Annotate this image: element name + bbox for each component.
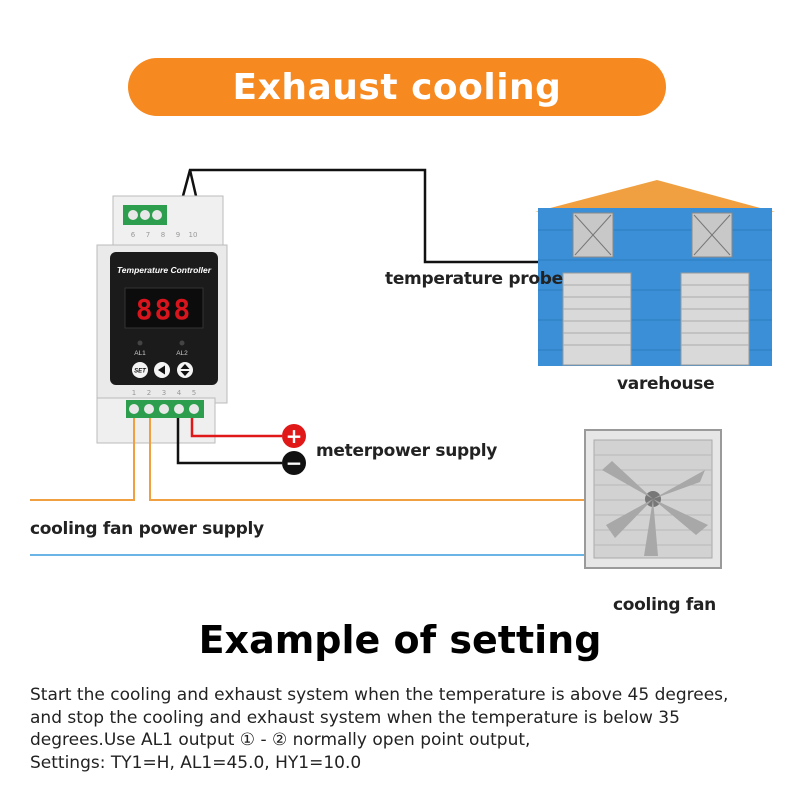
indicator-al2: AL2 (176, 350, 188, 357)
setting-line-4: Settings: TY1=H, AL1=45.0, HY1=10.0 (30, 752, 362, 773)
minus-terminal-icon (282, 451, 306, 475)
bottom-terminal-1: 1 (132, 389, 136, 397)
warehouse-illustration (535, 180, 775, 366)
down-arrow-icon (180, 371, 190, 376)
setting-line-2: and stop the cooling and exhaust system … (30, 707, 680, 728)
setting-line-1: Start the cooling and exhaust system whe… (30, 685, 729, 705)
black-wire (176, 418, 282, 465)
bottom-terminal-4: 4 (177, 389, 182, 397)
temperature-controller (96, 195, 228, 444)
bottom-terminal-5: 5 (192, 389, 196, 397)
left-arrow-button[interactable] (154, 362, 170, 378)
title-banner: Exhaust cooling (128, 58, 666, 116)
controller-display: 888 (136, 293, 193, 326)
bottom-terminal-3: 3 (162, 389, 166, 397)
left-arrow-icon (158, 365, 165, 375)
set-button[interactable] (132, 362, 148, 378)
banner-title: Exhaust cooling (232, 66, 562, 108)
probe-label: temperature probe (385, 269, 563, 289)
red-wire (190, 418, 282, 438)
top-terminal-6: 6 (131, 231, 136, 239)
top-terminal-9: 9 (176, 231, 180, 239)
bottom-terminal-2: 2 (147, 389, 151, 397)
orange-wire-1 (30, 418, 135, 501)
probe-wire (181, 168, 560, 264)
plus-sign: + (286, 424, 303, 448)
plus-terminal-icon (282, 424, 306, 448)
up-arrow-icon (180, 364, 190, 369)
top-terminal-7: 7 (146, 231, 150, 239)
top-terminal-8: 8 (161, 231, 165, 239)
minus-sign: − (286, 451, 303, 475)
warehouse-label: varehouse (617, 374, 715, 394)
top-terminal-10: 10 (189, 231, 198, 239)
probe-lead (188, 169, 198, 197)
setting-title: Example of setting (198, 618, 602, 662)
fan-label: cooling fan (613, 595, 716, 615)
setting-line-3: degrees.Use AL1 output ① - ② normally op… (30, 730, 531, 750)
indicator-al1: AL1 (134, 350, 146, 357)
controller-label: Temperature Controller (117, 265, 212, 275)
setting-description: Start the cooling and exhaust system whe… (30, 684, 790, 774)
fan-power-label: cooling fan power supply (30, 519, 264, 539)
up-down-button[interactable] (177, 362, 193, 378)
set-button-label: SET (134, 369, 147, 375)
cooling-fan-illustration (584, 429, 722, 569)
orange-wire-2 (149, 418, 588, 501)
meter-power-label: meterpower supply (316, 441, 498, 461)
